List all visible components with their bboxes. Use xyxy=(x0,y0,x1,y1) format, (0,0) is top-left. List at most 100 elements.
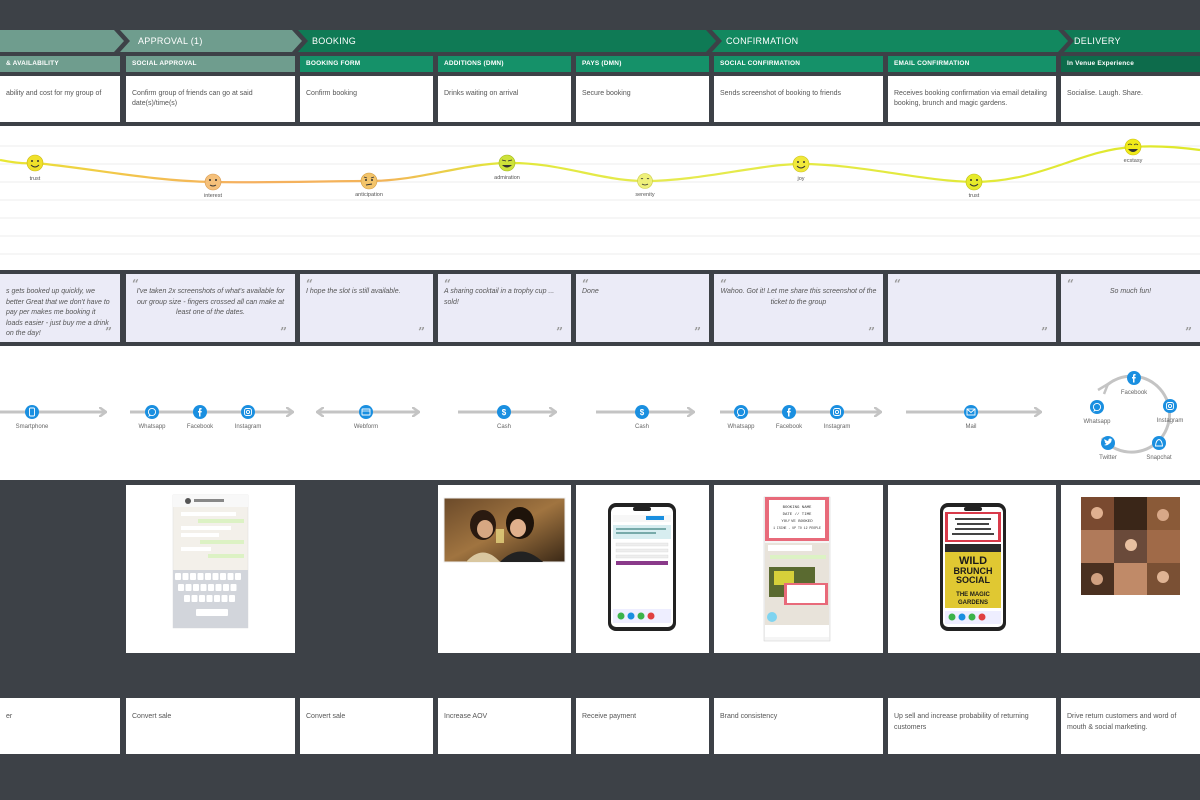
emotion-face-anticipation-icon xyxy=(361,173,377,189)
emotion-label: trust xyxy=(969,193,980,199)
channels-panel: Smartphone Whatsapp Facebook Instagram W… xyxy=(0,346,1200,480)
emotion-face-ecstasy-icon xyxy=(1125,139,1141,155)
close-quote-icon: ” xyxy=(1185,326,1192,338)
quote-text: I've taken 2x screenshots of what's avai… xyxy=(137,288,285,316)
channel-label: Cash xyxy=(635,424,649,430)
quote-text: Done xyxy=(582,288,599,295)
whatsapp-icon xyxy=(734,405,748,419)
twitter-icon xyxy=(1101,436,1115,450)
channel-label: Whatsapp xyxy=(1083,419,1111,425)
outcome-cell: Drive return customers and word of mouth… xyxy=(1061,698,1200,754)
channel-label: Cash xyxy=(497,424,511,430)
facebook-icon xyxy=(782,405,796,419)
ticket-line: DATE // TIME xyxy=(783,512,812,517)
close-quote-icon: ” xyxy=(418,326,425,338)
channel-label: Instagram xyxy=(235,424,262,430)
goal-cell: Secure booking xyxy=(576,76,709,122)
quote-text: I hope the slot is still available. xyxy=(306,288,401,295)
outcome-cell: Brand consistency xyxy=(714,698,883,754)
smartphone-icon xyxy=(25,405,39,419)
image-cell xyxy=(1061,485,1200,653)
goal-cell: Receives booking confirmation via email … xyxy=(888,76,1056,122)
channel-label: Mail xyxy=(965,424,976,430)
phase-arrow-booking xyxy=(298,30,716,52)
whatsapp-icon xyxy=(145,405,159,419)
channel-label: Webform xyxy=(354,424,378,430)
cash-icon: $ xyxy=(497,405,511,419)
emotion-face-trust-icon xyxy=(966,174,982,190)
ticket-line: BOOKING NAME xyxy=(783,506,812,510)
outcome-cell: Convert sale xyxy=(300,698,433,754)
quote-cell: “ So much fun! ” xyxy=(1061,274,1200,342)
close-quote-icon: ” xyxy=(105,326,112,338)
emotion-curve-chart: trust interest anticipation admiration s… xyxy=(0,126,1200,270)
open-quote-icon: “ xyxy=(1067,278,1074,290)
channel-label: Instagram xyxy=(1157,418,1184,424)
quote-cell: “ Done ” xyxy=(576,274,709,342)
column-header: BOOKING FORM xyxy=(300,56,433,72)
goal-cell: Sends screenshot of booking to friends xyxy=(714,76,883,122)
emotion-face-admiration-icon xyxy=(499,155,515,171)
quote-cell: “ ” xyxy=(888,274,1056,342)
svg-text:$: $ xyxy=(502,408,507,417)
column-header: ADDITIONS (DMN) xyxy=(438,56,571,72)
phase-label-delivery: DELIVERY xyxy=(1074,36,1121,46)
quote-text: Wahoo. Got it! Let me share this screens… xyxy=(721,288,877,306)
emotion-label: admiration xyxy=(494,175,520,181)
emotion-face-trust-icon xyxy=(27,155,43,171)
channel-label: Instagram xyxy=(824,424,851,430)
channel-label: Facebook xyxy=(776,424,803,430)
column-header: EMAIL CONFIRMATION xyxy=(888,56,1056,72)
poster-title: GARDENS xyxy=(958,600,988,606)
emotion-label: anticipation xyxy=(355,192,383,198)
image-cell: WILD BRUNCH SOCIAL THE MAGIC GARDENS xyxy=(888,485,1056,653)
instagram-icon xyxy=(241,405,255,419)
channel-label: Whatsapp xyxy=(138,424,166,430)
close-quote-icon: ” xyxy=(868,326,875,338)
image-cell xyxy=(576,485,709,653)
emotion-label: ecstasy xyxy=(1124,158,1143,164)
emotion-face-joy-icon xyxy=(793,156,809,172)
poster-title: SOCIAL xyxy=(956,575,991,585)
mail-icon xyxy=(964,405,978,419)
gridlines xyxy=(0,146,1200,254)
phase-label-booking: BOOKING xyxy=(312,36,356,46)
channel-label: Smartphone xyxy=(16,424,49,430)
goal-cell: Drinks waiting on arrival xyxy=(438,76,571,122)
channel-label: Whatsapp xyxy=(727,424,755,430)
cash-icon: $ xyxy=(635,405,649,419)
emotion-label: interest xyxy=(204,193,223,199)
close-quote-icon: ” xyxy=(280,326,287,338)
channel-label: Twitter xyxy=(1099,455,1117,461)
poster-title: THE MAGIC xyxy=(956,592,990,598)
payment-phone-image xyxy=(576,485,709,653)
quote-text: A sharing cocktail in a trophy cup ... s… xyxy=(444,288,554,306)
quote-cell: “ A sharing cocktail in a trophy cup ...… xyxy=(438,274,571,342)
emotion-label: trust xyxy=(30,176,41,182)
channel-label: Facebook xyxy=(187,424,214,430)
emotion-label: serenity xyxy=(635,192,655,198)
emotion-label: joy xyxy=(796,176,804,182)
quote-text: So much fun! xyxy=(1110,288,1151,295)
phase-label-approval: APPROVAL (1) xyxy=(138,36,203,46)
venue-photo-collage-image xyxy=(1061,485,1200,653)
column-header: SOCIAL APPROVAL xyxy=(126,56,295,72)
ticket-line: YOU'VE BOOKED xyxy=(781,519,813,524)
instagram-icon xyxy=(830,405,844,419)
emotion-face-serenity-icon xyxy=(638,174,653,189)
quote-cell: “ Wahoo. Got it! Let me share this scree… xyxy=(714,274,883,342)
channels-diagram: Smartphone Whatsapp Facebook Instagram W… xyxy=(0,346,1200,480)
channel-label: Snapchat xyxy=(1146,455,1172,461)
close-quote-icon: ” xyxy=(1041,326,1048,338)
webform-icon xyxy=(359,405,373,419)
instagram-icon xyxy=(1163,399,1177,413)
cycle-arrowhead-icon xyxy=(1098,384,1108,394)
outcome-cell: Convert sale xyxy=(126,698,295,754)
snapchat-icon xyxy=(1152,436,1166,450)
open-quote-icon: “ xyxy=(894,278,901,290)
outcome-cell: Up sell and increase probability of retu… xyxy=(888,698,1056,754)
emotion-face-interest-icon xyxy=(205,174,221,190)
quote-cell: “ I hope the slot is still available. ” xyxy=(300,274,433,342)
close-quote-icon: ” xyxy=(694,326,701,338)
goal-cell: Socialise. Laugh. Share. xyxy=(1061,76,1200,122)
